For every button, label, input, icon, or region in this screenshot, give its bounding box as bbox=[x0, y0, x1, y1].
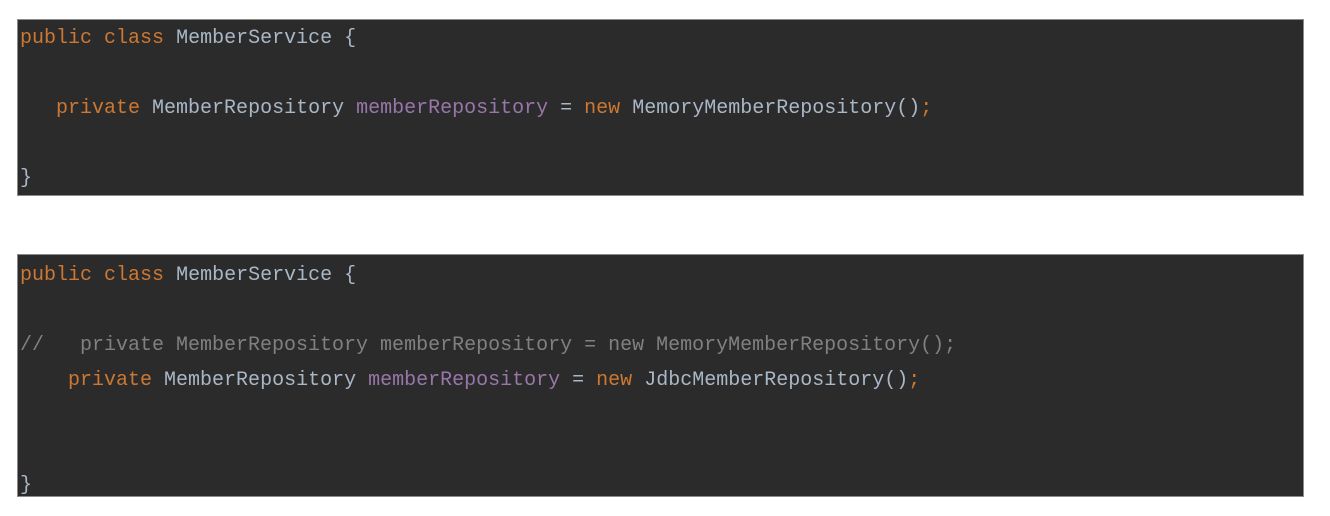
code-token-type: MemberRepository bbox=[152, 97, 345, 120]
code-token-type: MemoryMemberRepository() bbox=[632, 97, 921, 120]
code-token-plain bbox=[620, 97, 632, 120]
code-token-plain bbox=[632, 369, 644, 392]
code-line bbox=[20, 126, 1303, 161]
code-line: private MemberRepository memberRepositor… bbox=[20, 91, 1303, 126]
code-line bbox=[20, 398, 1303, 433]
code-token-plain bbox=[20, 97, 56, 120]
code-token-kw: public bbox=[20, 27, 93, 50]
code-line: public class MemberService { bbox=[20, 258, 1303, 293]
code-block-before[interactable]: public class MemberService { private Mem… bbox=[17, 19, 1304, 196]
code-token-plain bbox=[560, 369, 572, 392]
code-line bbox=[20, 293, 1303, 328]
code-token-punct: } bbox=[20, 167, 33, 190]
code-token-plain bbox=[584, 369, 596, 392]
code-token-kw: class bbox=[104, 27, 165, 50]
code-line bbox=[20, 433, 1303, 468]
code-token-comment: // private MemberRepository memberReposi… bbox=[20, 334, 957, 357]
code-token-op: = bbox=[560, 97, 573, 120]
code-token-plain bbox=[164, 27, 176, 50]
code-token-punct: { bbox=[344, 264, 357, 287]
code-content[interactable]: public class MemberService { private Mem… bbox=[18, 20, 1303, 195]
code-token-plain bbox=[332, 264, 344, 287]
code-token-field: memberRepository bbox=[356, 97, 549, 120]
code-block-after[interactable]: public class MemberService { // private … bbox=[17, 254, 1304, 497]
code-token-plain bbox=[152, 369, 164, 392]
code-token-plain bbox=[344, 97, 356, 120]
code-token-plain bbox=[548, 97, 560, 120]
code-token-type: MemberRepository bbox=[164, 369, 357, 392]
code-token-kw: new bbox=[584, 97, 621, 120]
code-token-plain bbox=[140, 97, 152, 120]
code-token-semi: ; bbox=[908, 369, 921, 392]
code-line: public class MemberService { bbox=[20, 21, 1303, 56]
code-token-plain bbox=[356, 369, 368, 392]
code-token-semi: ; bbox=[920, 97, 933, 120]
code-line: private MemberRepository memberRepositor… bbox=[20, 363, 1303, 398]
code-line: // private MemberRepository memberReposi… bbox=[20, 328, 1303, 363]
code-token-plain bbox=[572, 97, 584, 120]
code-token-plain bbox=[20, 369, 68, 392]
code-token-type: JdbcMemberRepository() bbox=[644, 369, 909, 392]
code-token-type: MemberService bbox=[176, 27, 333, 50]
code-token-kw: public bbox=[20, 264, 93, 287]
code-content[interactable]: public class MemberService { // private … bbox=[18, 255, 1303, 497]
code-token-field: memberRepository bbox=[368, 369, 561, 392]
code-token-plain bbox=[92, 264, 104, 287]
code-token-kw: private bbox=[56, 97, 141, 120]
code-line: } bbox=[20, 468, 1303, 497]
code-token-kw: new bbox=[596, 369, 633, 392]
code-token-type: MemberService bbox=[176, 264, 333, 287]
code-token-punct: } bbox=[20, 474, 33, 497]
code-line: } bbox=[20, 161, 1303, 195]
code-token-plain bbox=[92, 27, 104, 50]
code-token-plain bbox=[164, 264, 176, 287]
code-token-plain bbox=[332, 27, 344, 50]
code-token-op: = bbox=[572, 369, 585, 392]
code-token-kw: class bbox=[104, 264, 165, 287]
code-token-punct: { bbox=[344, 27, 357, 50]
code-line bbox=[20, 56, 1303, 91]
code-token-kw: private bbox=[68, 369, 153, 392]
